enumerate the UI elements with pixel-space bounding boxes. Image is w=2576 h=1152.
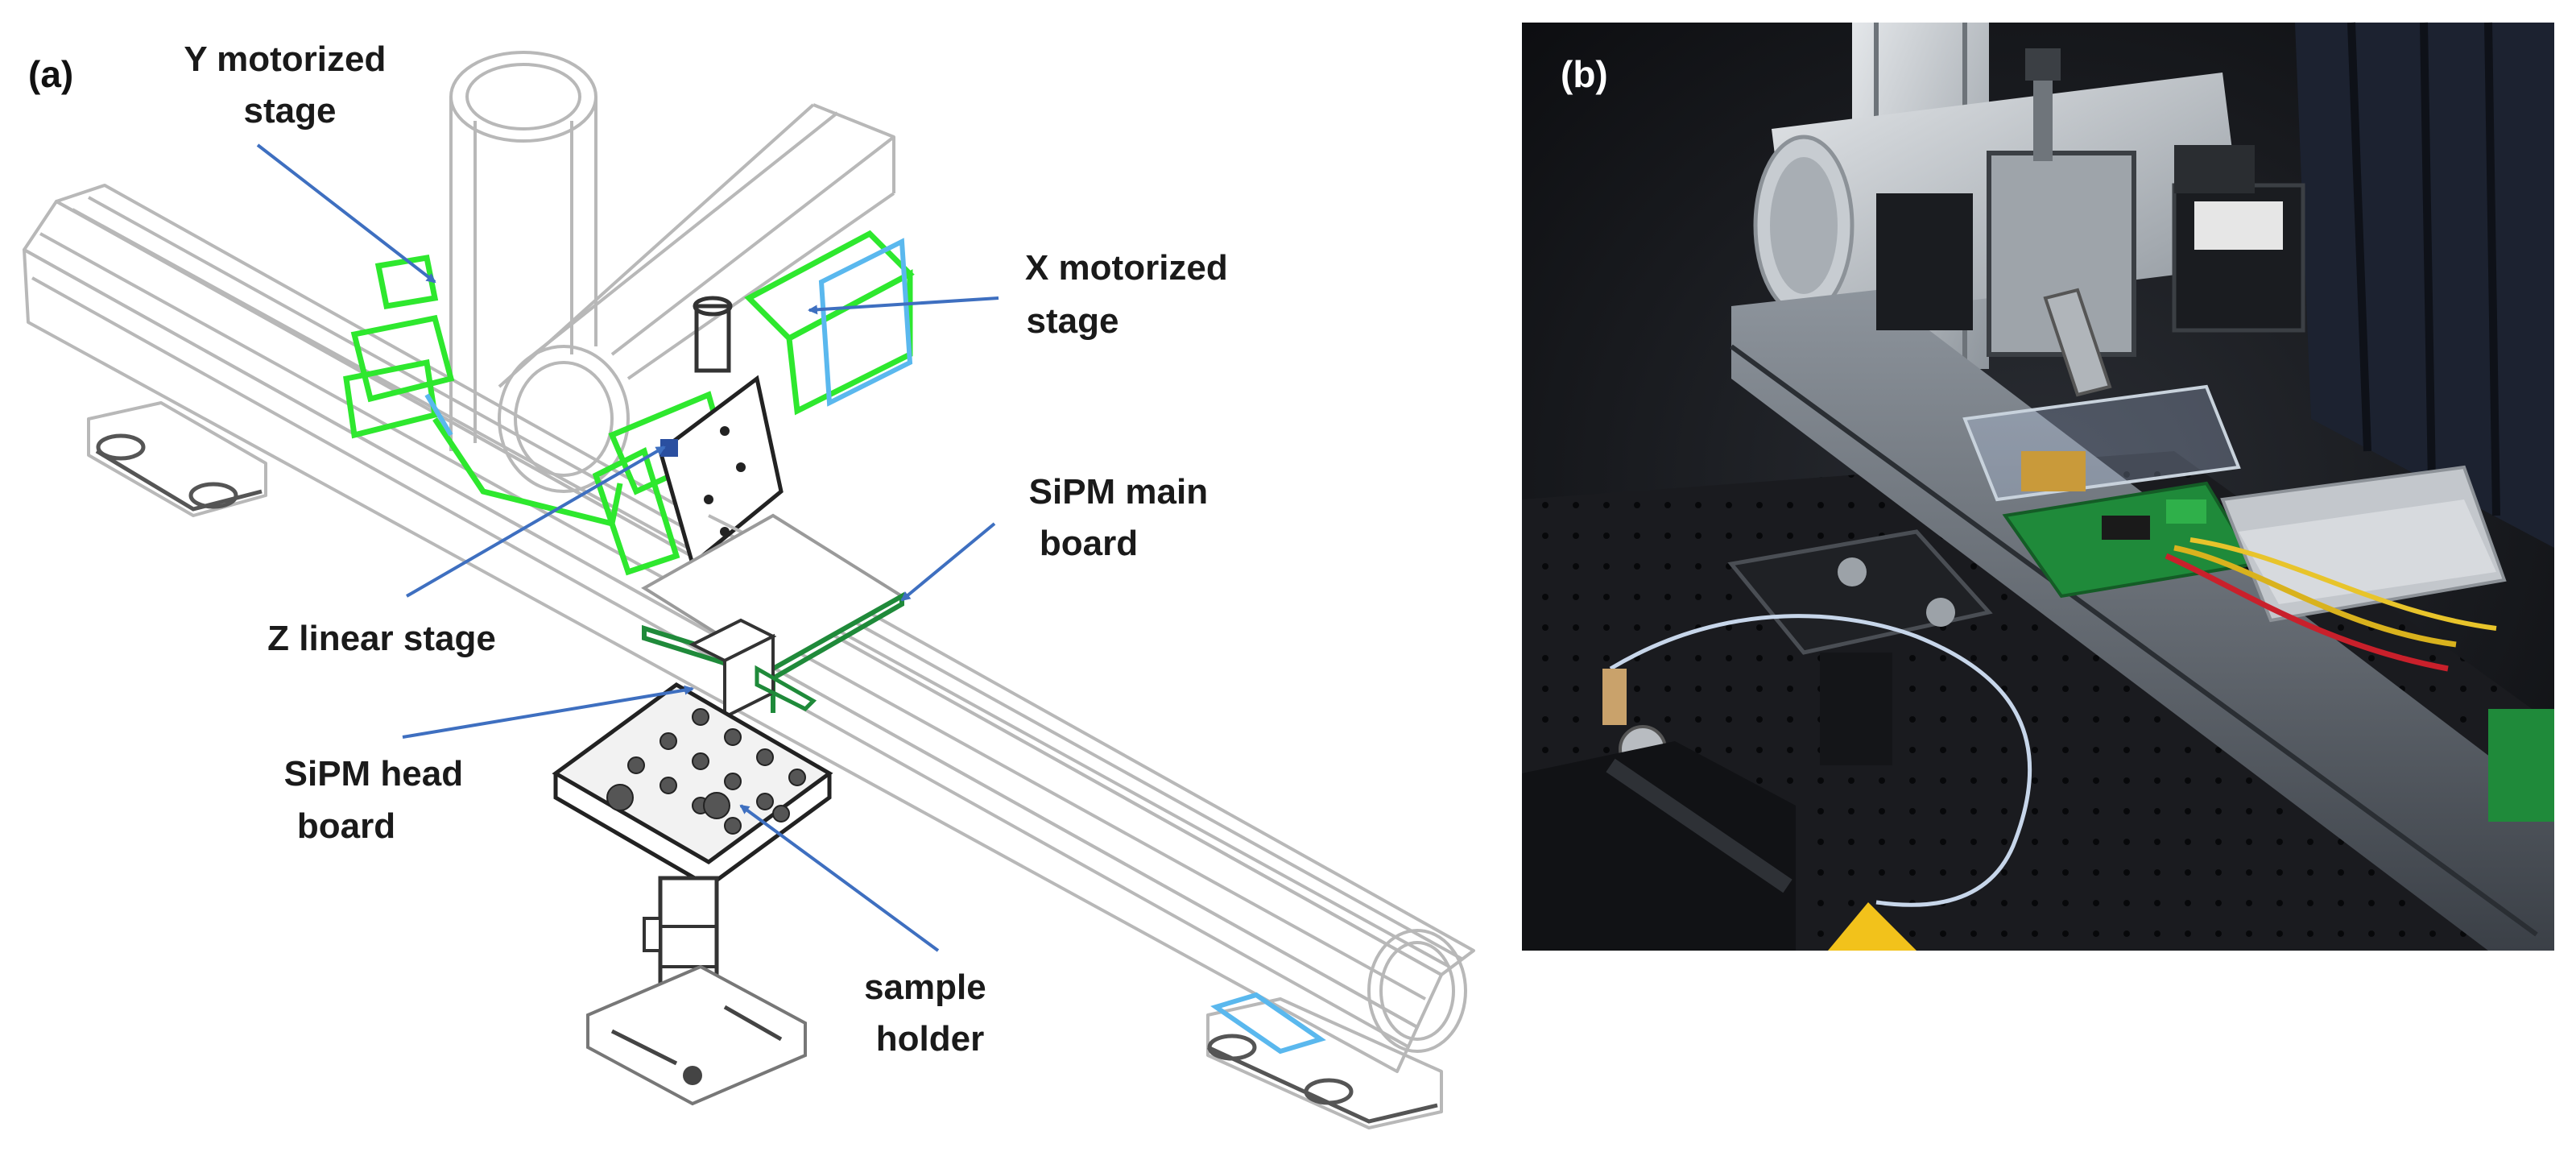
sipm-head-board-drawing xyxy=(688,618,817,720)
arrow-z-stage xyxy=(405,445,666,598)
label-sipm-head-board: SiPM head board xyxy=(284,754,473,846)
z-linear-stage-drawing xyxy=(658,296,806,568)
x-motor xyxy=(592,230,915,576)
arrow-y-stage xyxy=(256,143,436,284)
label-x-motorized-stage: X motorized stage xyxy=(1025,248,1238,341)
panel-b-photograph: (b) xyxy=(1522,22,2554,951)
arrow-sample-holder xyxy=(739,804,940,952)
left-foot-bracket xyxy=(87,401,267,517)
y-motor xyxy=(343,254,623,528)
arrow-sipm-main xyxy=(900,522,996,602)
panel-b-label: (b) xyxy=(1561,53,1608,95)
vertical-column xyxy=(449,51,597,451)
arrow-x-stage xyxy=(808,296,999,315)
panel-a-cad-drawing: (a) Y motorized stage X motorized stage … xyxy=(23,39,1475,1129)
label-sample-holder: sample holder xyxy=(864,968,996,1059)
annotation-arrows xyxy=(256,143,999,952)
label-sipm-main-board: SiPM main board xyxy=(1029,472,1218,563)
label-y-motorized-stage: Y motorized stage xyxy=(184,39,395,131)
arrow-sipm-head xyxy=(402,685,694,739)
cross-arm xyxy=(498,103,895,493)
sample-holder-drawing xyxy=(552,682,833,1106)
panel-a-label: (a) xyxy=(28,53,73,95)
label-z-linear-stage: Z linear stage xyxy=(267,619,496,658)
right-foot-bracket xyxy=(1206,992,1443,1129)
